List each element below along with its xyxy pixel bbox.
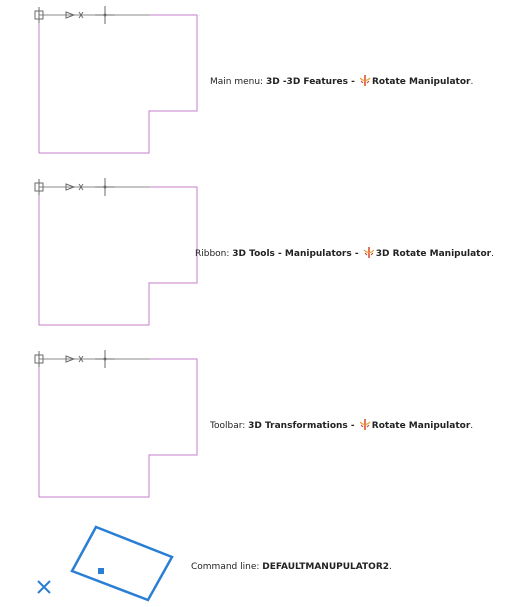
caption-ribbon: Ribbon: 3D Tools - Manipulators - 3D Rot… (195, 247, 494, 260)
menu-path: 3D -3D Features - (265, 77, 358, 87)
command-name: Rotate Manipulator (372, 77, 471, 87)
caption-suffix: . (491, 249, 494, 259)
caption-toolbar: Toolbar: 3D Transformations - Rotate Man… (210, 419, 473, 432)
l-shape-drawing (34, 350, 198, 498)
rotate-manipulator-icon (359, 419, 371, 430)
caption-suffix: . (470, 421, 474, 431)
caption-command-line: Command line: DEFAULTMANUPULATOR2. (191, 561, 392, 573)
command-name: Rotate Manipulator (371, 421, 471, 431)
svg-text:◦: ◦ (198, 13, 201, 19)
selected-rectangle-drawing (37, 525, 174, 602)
caption-suffix: . (470, 77, 474, 87)
caption-prefix: Main menu: (210, 77, 266, 87)
rotate-manipulator-icon (359, 75, 371, 86)
grip-marker (98, 568, 104, 574)
caption-suffix: . (389, 562, 392, 572)
caption-prefix: Toolbar: (210, 421, 249, 431)
caption-main-menu: Main menu: 3D -3D Features - Rotate Mani… (210, 75, 473, 88)
command-name: 3D Rotate Manipulator (375, 249, 492, 259)
ribbon-path: 3D Tools - Manipulators - (232, 249, 362, 259)
caption-prefix: Command line: (191, 562, 263, 572)
l-shape-drawing: ◦ (34, 6, 201, 154)
l-shape-drawing (34, 178, 198, 326)
toolbar-path: 3D Transformations - (248, 421, 358, 431)
command-name: DEFAULTMANUPULATOR2 (262, 562, 390, 572)
caption-prefix: Ribbon: (195, 249, 233, 259)
rotate-manipulator-icon (363, 247, 375, 258)
cross-marker-icon (37, 580, 51, 594)
